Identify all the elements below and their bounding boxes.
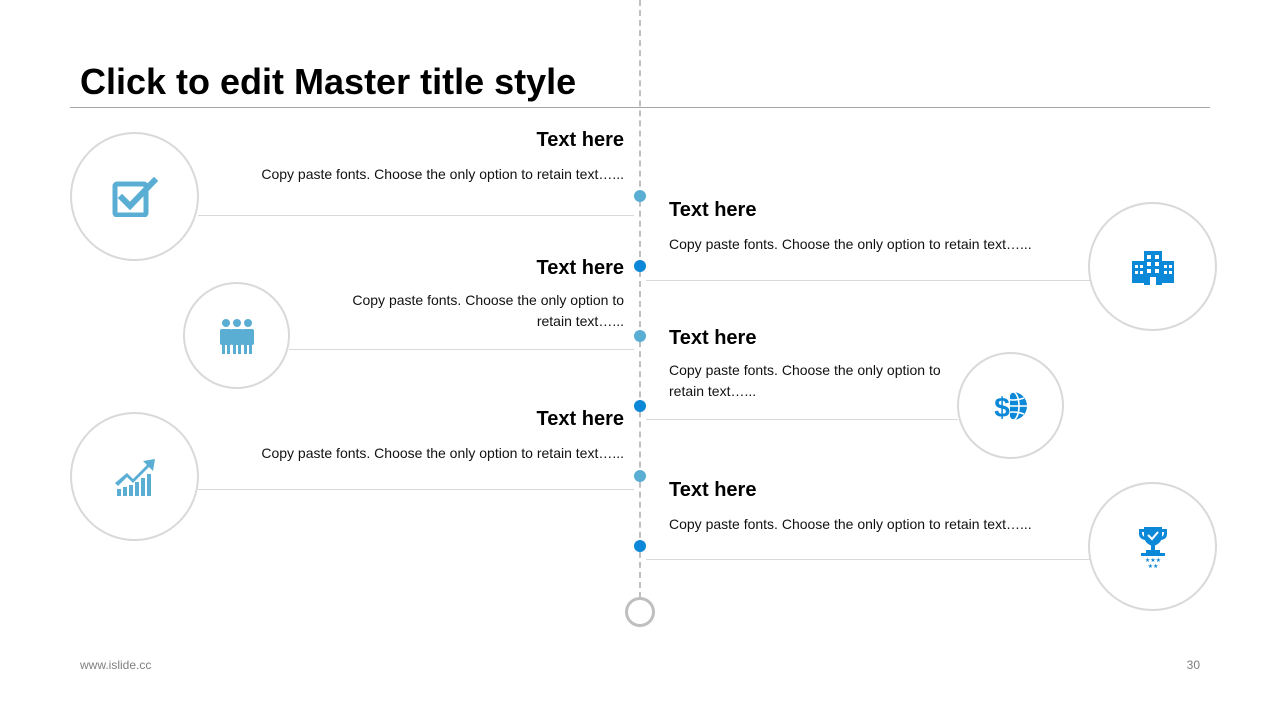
building-icon [1131,247,1175,287]
timeline-dot-5 [634,470,646,482]
timeline-dot-4 [634,400,646,412]
dollar-globe-icon: $ [993,388,1029,424]
connector-line-2 [646,280,1090,281]
svg-text:★★: ★★ [1147,563,1158,569]
item-3-icon-circle [183,282,290,389]
timeline-dot-6 [634,540,646,552]
svg-text:$: $ [994,392,1010,423]
item-2-heading[interactable]: Text here [669,199,757,221]
team-icon [219,318,255,354]
timeline-dot-3 [634,330,646,342]
item-4-heading[interactable]: Text here [669,327,757,349]
item-6-text[interactable]: Copy paste fonts. Choose the only option… [669,516,1032,532]
item-6-icon-circle: ★★★ ★★ [1088,482,1217,611]
item-1-heading[interactable]: Text here [536,129,624,151]
item-3-text[interactable]: Copy paste fonts. Choose the only option… [352,292,624,329]
timeline-axis [639,0,641,598]
item-3-heading[interactable]: Text here [536,257,624,279]
item-2-icon-circle [1088,202,1217,331]
svg-text:★★★: ★★★ [1144,557,1160,564]
item-5-icon-circle [70,412,199,541]
item-2-text[interactable]: Copy paste fonts. Choose the only option… [669,236,1032,252]
item-1-text[interactable]: Copy paste fonts. Choose the only option… [261,166,624,182]
connector-line-1 [198,215,634,216]
timeline-dot-2 [634,260,646,272]
trophy-icon: ★★★ ★★ [1137,525,1169,569]
item-6-heading[interactable]: Text here [669,479,757,501]
page-number: 30 [1186,658,1200,672]
item-1-icon-circle [70,132,199,261]
item-4-text[interactable]: Copy paste fonts. Choose the only option… [669,362,941,399]
item-4-icon-circle: $ [957,352,1064,459]
growth-chart-icon [113,457,157,497]
footer-url: www.islide.cc [80,658,152,672]
connector-line-6 [646,559,1090,560]
item-5-text[interactable]: Copy paste fonts. Choose the only option… [261,445,624,461]
connector-line-3 [289,349,634,350]
item-5-heading[interactable]: Text here [536,408,624,430]
timeline-dot-1 [634,190,646,202]
connector-line-5 [198,489,634,490]
slide-title[interactable]: Click to edit Master title style [80,61,577,102]
connector-line-4 [646,419,958,420]
timeline-end-marker [625,597,655,627]
checkbox-icon [112,176,158,217]
